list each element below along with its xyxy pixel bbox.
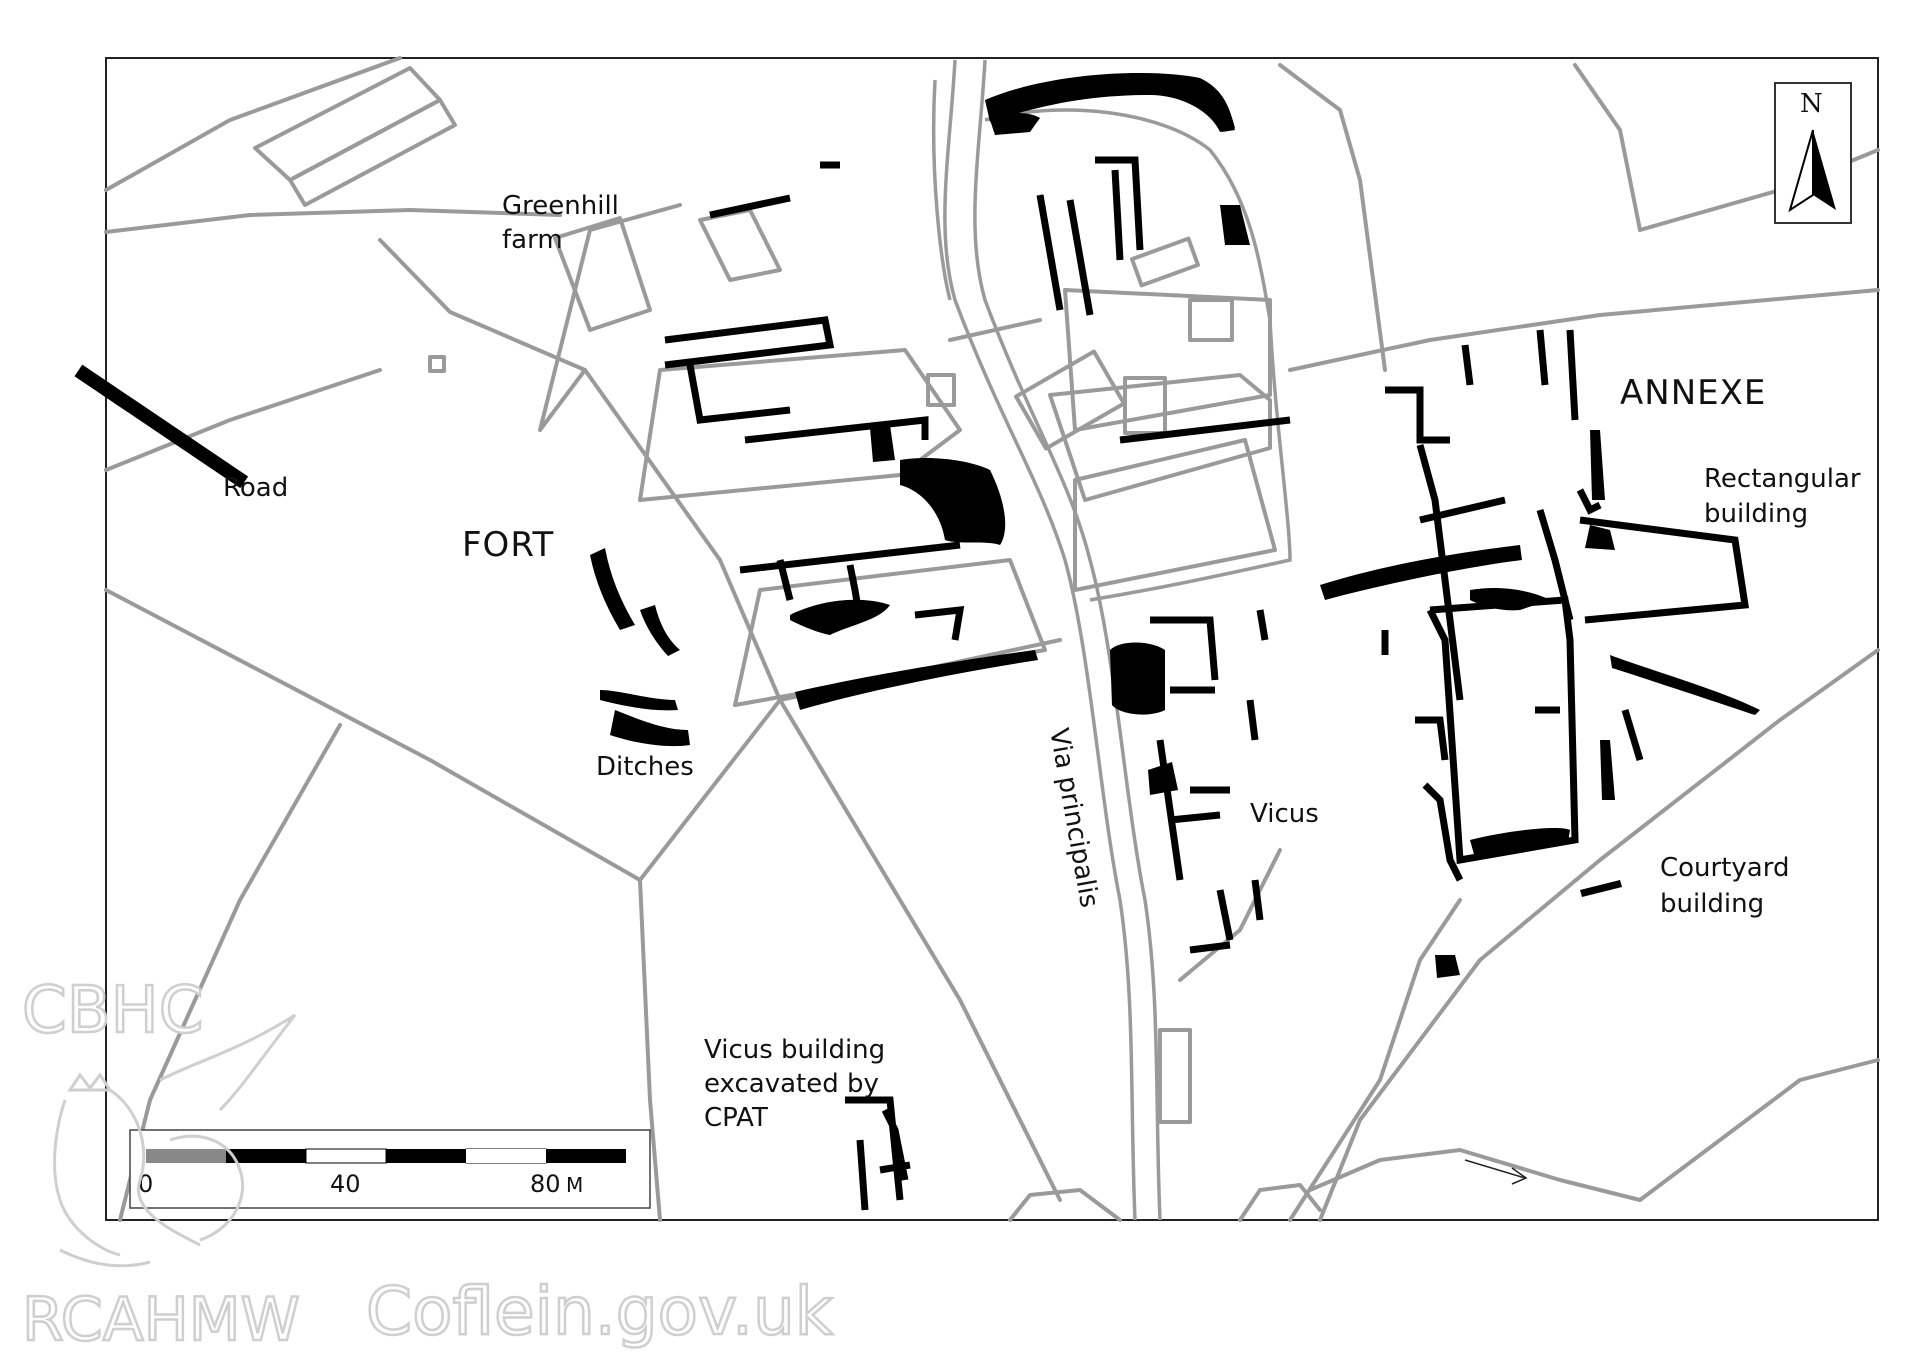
dragon-logo-icon [53,1013,297,1268]
rectangular-building-label: Rectangular building [1704,464,1869,529]
watermark-cbhc: CBHC [22,974,203,1048]
via-principalis-road [931,59,1292,1221]
north-letter: N [1800,89,1823,119]
map-labels: Greenhill farm Road FORT Ditches ANNEXE … [223,191,1869,1133]
scale-tick-40: 40 [330,1170,361,1198]
scale-bar: 0 40 80 M [129,1129,651,1209]
fort-label: FORT [462,525,554,565]
scale-unit: M [566,1173,583,1197]
scale-tick-80: 80 [530,1170,561,1198]
watermark-coflein: Coflein.gov.uk [366,1273,834,1350]
archaeological-features [74,73,1760,978]
vicus-label: Vicus [1250,799,1319,829]
watermark-rcahmw: RCAHMW [22,1285,300,1355]
north-arrow: N [1774,82,1852,224]
wall-lines [664,156,1750,1211]
watermark: CBHC RCAHMW Coflein.gov.uk [21,973,835,1357]
map-frame [105,57,1879,1221]
road-segment-feature [74,364,249,489]
annexe-label: ANNEXE [1620,373,1766,413]
vicus-building-label: Vicus building excavated by CPAT [704,1035,893,1133]
ditches-label: Ditches [596,752,694,782]
road-label: Road [223,473,288,503]
greenhill-farm-label: Greenhill farm [502,191,627,255]
courtyard-building-label: Courtyard building [1660,853,1798,919]
field-boundaries [104,56,1880,1222]
direction-arrow-icon [1464,1159,1528,1185]
fort-ditch-south [795,650,1038,710]
